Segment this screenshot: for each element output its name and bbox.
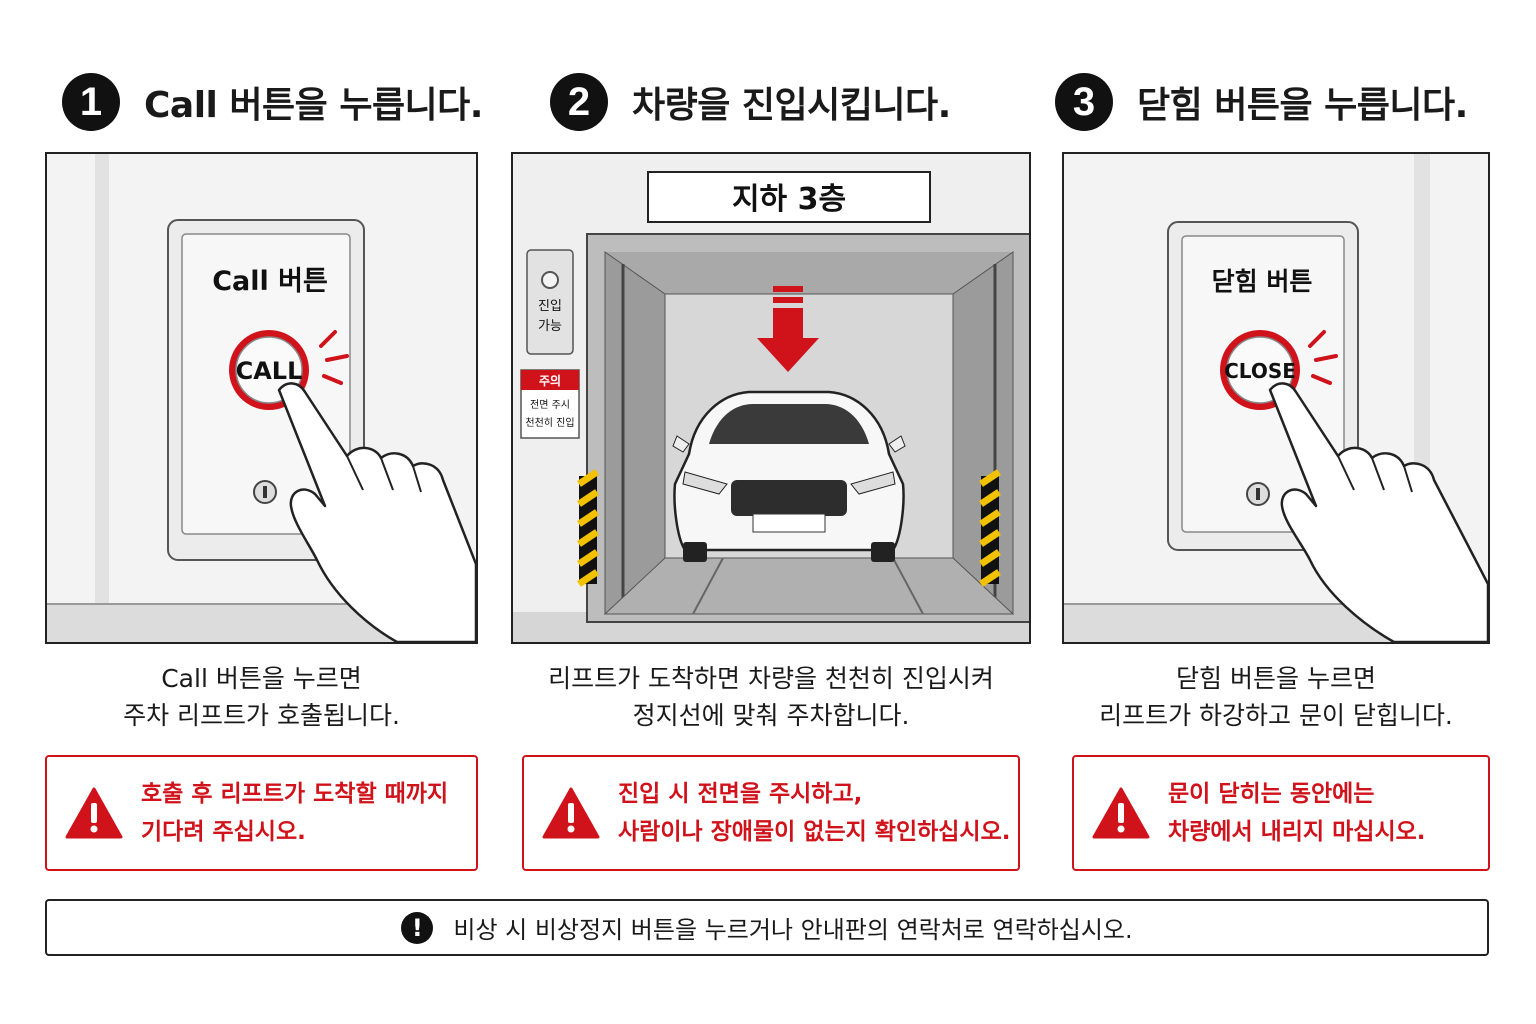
- step-1-header: 1 Call 버튼을 누릅니다.: [62, 72, 483, 132]
- step-number-badge: 1: [62, 73, 120, 131]
- plate-label: 닫힘 버튼: [1212, 267, 1313, 296]
- step-2-description: 리프트가 도착하면 차량을 천천히 진입시켜 정지선에 맞춰 주차합니다.: [548, 664, 994, 730]
- step-2-warning: 진입 시 전면을 주시하고, 사람이나 장애물이 없는지 확인하십시오.: [522, 755, 1020, 871]
- lift-entry-illustration: 지하 3층: [511, 152, 1031, 644]
- emergency-notice-text: 비상 시 비상정지 버튼을 누르거나 안내판의 연락처로 연락하십시오.: [453, 916, 1133, 944]
- warning-line: 진입 시 전면을 주시하고,: [618, 781, 863, 807]
- emergency-notice: ! 비상 시 비상정지 버튼을 누르거나 안내판의 연락처로 연락하십시오.: [45, 899, 1489, 956]
- step-3-warning: 문이 닫히는 동안에는 차량에서 내리지 마십시오.: [1072, 755, 1490, 871]
- warning-triangle-icon: [542, 787, 600, 839]
- car-icon: [672, 390, 906, 562]
- step-3-description: 닫힘 버튼을 누르면 리프트가 하강하고 문이 닫힙니다.: [1099, 664, 1453, 730]
- step-number-badge: 3: [1055, 73, 1113, 131]
- step-title: 닫힘 버튼을 누릅니다.: [1137, 85, 1468, 126]
- warning-line: 기다려 주십시오.: [141, 819, 306, 845]
- step-number-badge: 2: [550, 73, 608, 131]
- entry-available-indicator: 진입 가능: [526, 249, 574, 355]
- step-1-warning: 호출 후 리프트가 도착할 때까지 기다려 주십시오.: [45, 755, 478, 871]
- svg-text:천천히 진입: 천천히 진입: [525, 416, 574, 429]
- exclamation-circle-icon: !: [401, 911, 434, 944]
- warning-triangle-icon: [1092, 787, 1150, 839]
- call-button-text: CALL: [236, 357, 303, 385]
- call-button-illustration: Call 버튼 CALL: [45, 152, 478, 644]
- hazard-post-right: [979, 469, 1001, 587]
- step-title: Call 버튼을 누릅니다.: [144, 85, 483, 126]
- down-arrow-icon: [757, 286, 819, 372]
- svg-text:가능: 가능: [538, 319, 562, 334]
- floor-sign: [647, 171, 931, 223]
- caution-sign: 주의 전면 주시 천천히 진입: [520, 369, 580, 439]
- step-3-header: 3 닫힘 버튼을 누릅니다.: [1055, 72, 1468, 132]
- svg-text:주의: 주의: [539, 373, 561, 388]
- hazard-post-left: [577, 469, 599, 587]
- warning-line: 호출 후 리프트가 도착할 때까지: [141, 781, 449, 807]
- close-button-illustration: 닫힘 버튼 CLOSE: [1062, 152, 1490, 644]
- svg-text:진입: 진입: [538, 299, 562, 314]
- close-button-text: CLOSE: [1224, 359, 1296, 383]
- step-2-header: 2 차량을 진입시킵니다.: [550, 72, 951, 132]
- warning-line: 문이 닫히는 동안에는: [1168, 781, 1375, 807]
- pointing-hand-icon: [1268, 382, 1488, 642]
- floor-sign-text: 지하 3층: [732, 182, 846, 217]
- svg-text:전면 주시: 전면 주시: [530, 399, 570, 411]
- warning-line: 차량에서 내리지 마십시오.: [1168, 819, 1426, 845]
- step-title: 차량을 진입시킵니다.: [632, 85, 951, 126]
- plate-label: Call 버튼: [212, 266, 328, 297]
- warning-triangle-icon: [65, 787, 123, 839]
- step-1-description: Call 버튼을 누르면 주차 리프트가 호출됩니다.: [123, 664, 400, 730]
- warning-line: 사람이나 장애물이 없는지 확인하십시오.: [618, 819, 1011, 845]
- pointing-hand-icon: [277, 382, 476, 642]
